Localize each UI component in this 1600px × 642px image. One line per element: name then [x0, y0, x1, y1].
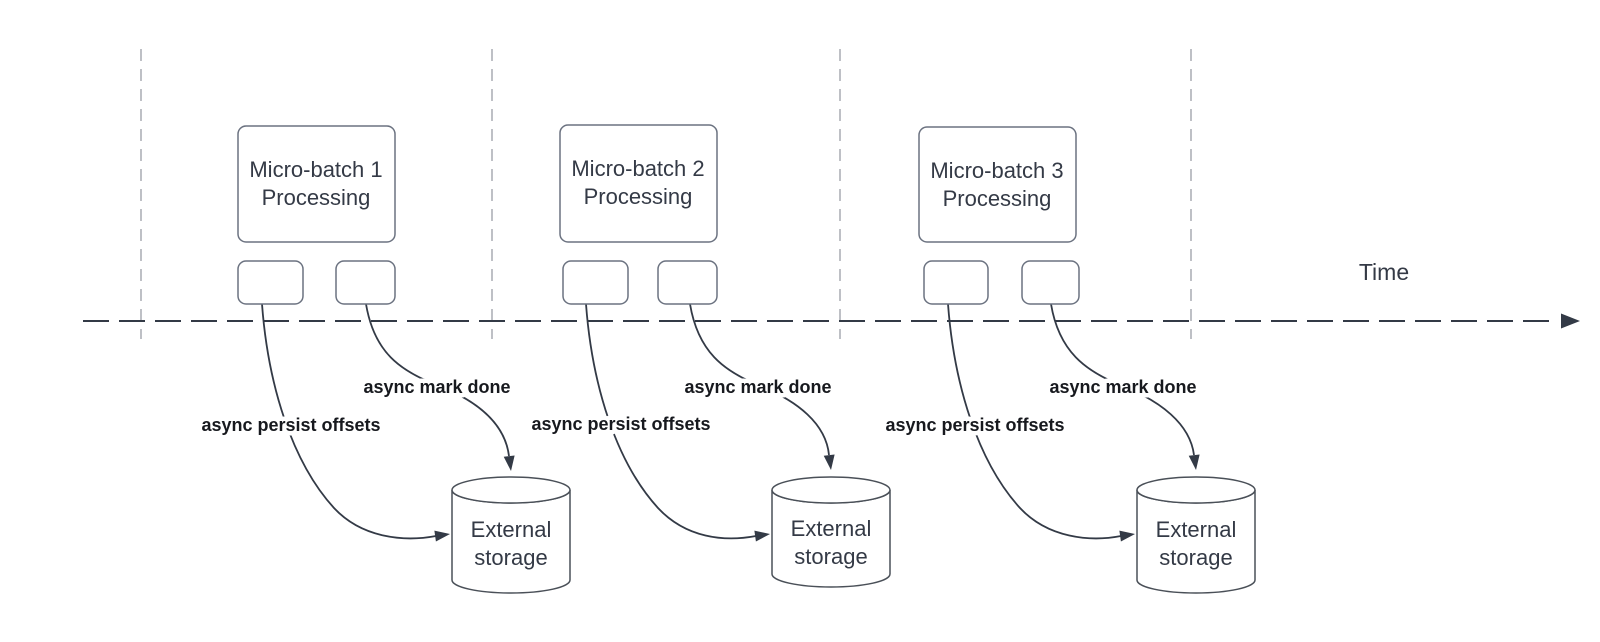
mark-done-arrowhead — [503, 455, 515, 471]
mark-done-arrow — [365, 303, 510, 457]
microbatch-group-2: Micro-batch 2 Processing External storag… — [527, 124, 891, 588]
external-storage-label-line2: storage — [474, 545, 547, 570]
mark-done-arrow — [1050, 303, 1195, 456]
processing-box-title-line2: Processing — [943, 186, 1052, 211]
persist-offsets-label: async persist offsets — [885, 415, 1064, 435]
persist-offsets-label: async persist offsets — [531, 414, 710, 434]
time-axis-label: Time — [1359, 259, 1409, 285]
external-storage-label-line2: storage — [794, 544, 867, 569]
processing-box — [237, 125, 396, 243]
external-storage-cylinder-top — [451, 476, 571, 504]
mark-done-arrow — [689, 303, 830, 456]
persist-offsets-task-box — [923, 260, 989, 305]
processing-box — [918, 126, 1077, 243]
processing-box — [559, 124, 718, 243]
mark-done-label: async mark done — [363, 377, 510, 397]
external-storage-label-line2: storage — [1159, 545, 1232, 570]
persist-offsets-task-box — [562, 260, 629, 305]
mark-done-task-box — [657, 260, 718, 305]
persist-offsets-arrow — [261, 303, 437, 540]
processing-box-title-line1: Micro-batch 1 — [249, 157, 382, 182]
persist-offsets-label: async persist offsets — [201, 415, 380, 435]
external-storage-label-line1: External — [471, 517, 552, 542]
external-storage-label-line1: External — [1156, 517, 1237, 542]
mark-done-label: async mark done — [1049, 377, 1196, 397]
external-storage-cylinder-top — [771, 476, 891, 504]
persist-offsets-arrowhead — [1119, 530, 1135, 542]
processing-box-title-line2: Processing — [584, 184, 693, 209]
persist-offsets-task-box — [237, 260, 304, 305]
processing-box-title-line1: Micro-batch 2 — [571, 156, 704, 181]
persist-offsets-arrowhead — [434, 530, 450, 542]
microbatch-group-3: Micro-batch 3 Processing External storag… — [881, 126, 1256, 594]
persist-offsets-arrow — [585, 303, 757, 540]
persist-offsets-arrow — [947, 303, 1122, 540]
persist-offsets-arrowhead — [754, 530, 770, 542]
mark-done-task-box — [1021, 260, 1080, 305]
mark-done-arrowhead — [1188, 454, 1200, 470]
mark-done-task-box — [335, 260, 396, 305]
processing-box-title-line1: Micro-batch 3 — [930, 158, 1063, 183]
processing-box-title-line2: Processing — [262, 185, 371, 210]
mark-done-label: async mark done — [684, 377, 831, 397]
time-axis-arrowhead — [1561, 313, 1580, 329]
external-storage-label-line1: External — [791, 516, 872, 541]
microbatch-group-1: Micro-batch 1 Processing External storag… — [197, 125, 571, 594]
external-storage-cylinder-top — [1136, 476, 1256, 504]
mark-done-arrowhead — [823, 454, 835, 470]
